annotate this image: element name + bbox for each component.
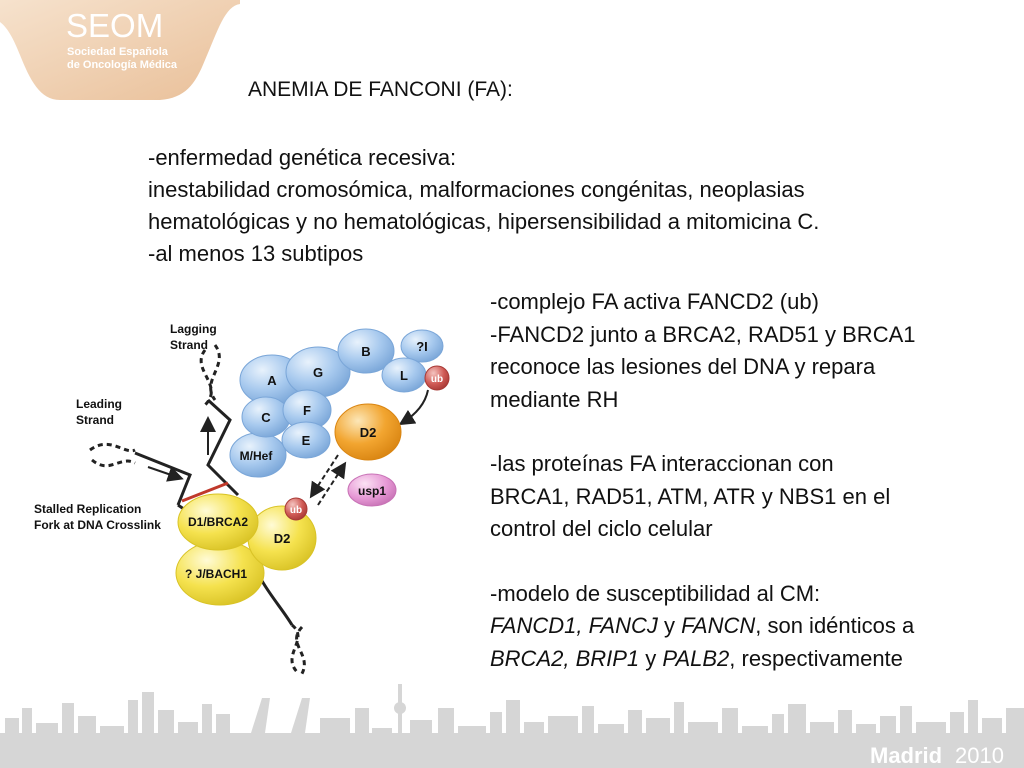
right-line-8: -modelo de susceptibilidad al CM: — [490, 580, 821, 606]
gene-fancd1-fancj: FANCD1, FANCJ — [490, 613, 658, 638]
label-lagging-1: Lagging — [170, 322, 217, 336]
ub-top — [424, 365, 450, 391]
leading-strand-dotted-2 — [91, 458, 136, 468]
text-ub-top: ub — [431, 374, 443, 385]
text-usp1: usp1 — [358, 484, 386, 498]
dna-strands — [89, 344, 306, 678]
helix-lower-1 — [290, 623, 300, 675]
conj-y-2: y — [639, 645, 663, 671]
right-gap-2 — [490, 546, 916, 578]
text-e: E — [302, 433, 311, 448]
intro-line-3: hematológicas y no hematológicas, hipers… — [148, 209, 820, 234]
crosslink — [181, 481, 229, 503]
text-ub-low: ub — [290, 505, 302, 516]
madrid-skyline: Madrid 2010 — [0, 684, 1024, 768]
label-leading-2: Strand — [76, 413, 114, 427]
text-jbach1: ? J/BACH1 — [185, 567, 247, 581]
text-d2-yellow: D2 — [274, 531, 291, 546]
protein-usp1 — [347, 473, 397, 507]
text-c: C — [261, 410, 271, 425]
logo-name: SEOM — [66, 7, 163, 44]
gene-brca2-brip1: BRCA2, BRIP1 — [490, 645, 640, 671]
right-line-5: -las proteínas FA interaccionan con — [490, 451, 834, 476]
intro-line-4: -al menos 13 subtipos — [148, 241, 364, 266]
protein-b — [337, 328, 395, 374]
label-lagging-2: Strand — [170, 338, 208, 352]
right-gap-1 — [490, 416, 916, 448]
right-line-7: control del ciclo celular — [490, 516, 713, 541]
logo-background-shape — [0, 0, 240, 100]
gene-palb2: PALB2 — [662, 645, 730, 671]
slide-title: ANEMIA DE FANCONI (FA): — [248, 78, 513, 101]
right-line-9: FANCD1, FANCJ y FANCN, son idénticos a — [490, 610, 916, 643]
d2-exchange-arrow-2 — [317, 461, 347, 506]
conj-y-1: y — [657, 613, 682, 638]
leading-strand-dotted — [89, 442, 136, 453]
lagging-strand-dotted — [209, 344, 221, 401]
text-f: F — [303, 403, 311, 418]
text-qi: ?I — [416, 339, 428, 354]
label-leading-1: Leading — [76, 397, 122, 411]
text-l: L — [400, 368, 408, 383]
text-d1-brca2: D1/BRCA2 — [188, 515, 248, 529]
footer-year: 2010 — [955, 743, 1004, 768]
seom-logo: SEOM Sociedad Española de Oncología Médi… — [0, 0, 240, 100]
fa-core-complex — [229, 328, 444, 478]
protein-d2-orange — [334, 403, 402, 461]
right-line-1: -complejo FA activa FANCD2 (ub) — [490, 289, 819, 314]
right-text: -complejo FA activa FANCD2 (ub) -FANCD2 … — [490, 286, 916, 675]
right-line-4: mediante RH — [490, 386, 619, 412]
text-d2-orange: D2 — [360, 425, 377, 440]
logo-subtitle-1: Sociedad Española — [67, 46, 169, 58]
protein-qi — [400, 329, 444, 363]
protein-e — [281, 421, 331, 459]
right-line-6: BRCA1, RAD51, ATM, ATR y NBS1 en el — [490, 483, 891, 509]
label-stalled-1: Stalled Replication — [34, 502, 141, 516]
gene-fancn: FANCN — [681, 613, 756, 638]
intro-line-2: inestabilidad cromosómica, malformacione… — [148, 177, 805, 202]
brca-complex — [175, 493, 317, 606]
diagram-labels: Lagging Strand Leading Strand Stalled Re… — [34, 322, 217, 532]
intro-line-1: -enfermedad genética recesiva: — [148, 145, 457, 170]
right-line-3: reconoce las lesiones del DNA y repara — [490, 354, 876, 379]
protein-d1-brca2 — [177, 493, 259, 551]
text-identicos: , son idénticos a — [755, 613, 915, 638]
text-b: B — [361, 344, 370, 359]
text-g: G — [313, 365, 323, 380]
leading-strand — [134, 451, 192, 506]
d2-exchange-arrow-1 — [309, 454, 339, 499]
text-a: A — [267, 373, 277, 388]
helix-lower-2 — [295, 625, 306, 678]
footer-city: Madrid — [870, 743, 942, 768]
intro-text: -enfermedad genética recesiva: inestabil… — [148, 142, 819, 270]
right-line-2: -FANCD2 junto a BRCA2, RAD51 y BRCA1 — [490, 321, 916, 347]
leading-right-arrow — [147, 466, 184, 482]
arrows — [147, 389, 429, 506]
lagging-strand — [206, 398, 240, 497]
label-stalled-2: Fork at DNA Crosslink — [34, 518, 161, 532]
lagging-strand-2 — [199, 349, 213, 407]
text-mhef: M/Hef — [240, 449, 274, 463]
text-respectivamente: , respectivamente — [729, 645, 903, 671]
right-line-10: BRCA2, BRIP1 y PALB2, respectivamente — [490, 643, 916, 676]
ub-low — [284, 497, 308, 521]
ub-to-d2-arrow — [398, 389, 429, 426]
logo-subtitle-2: de Oncología Médica — [67, 59, 178, 71]
protein-labels: A G B ?I L C F E M/Hef D2 usp1 ub ub D1/… — [185, 339, 443, 581]
fa-pathway-diagram: Lagging Strand Leading Strand Stalled Re… — [34, 322, 450, 678]
